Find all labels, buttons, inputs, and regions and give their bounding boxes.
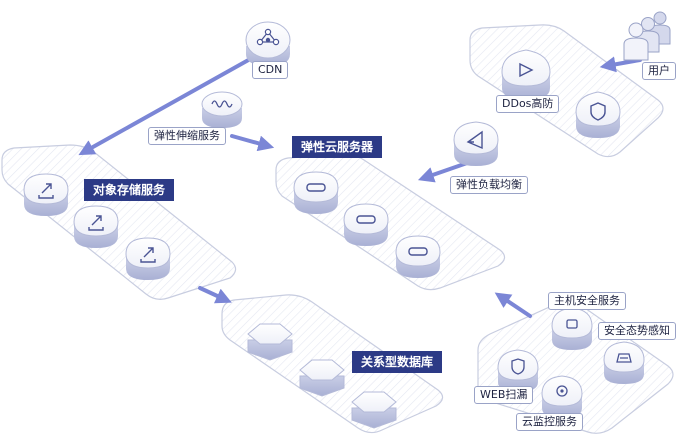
cloud-monitor-node xyxy=(541,375,583,418)
load-balancer-label: 弹性负载均衡 xyxy=(450,176,528,194)
ecs-title: 弹性云服务器 xyxy=(292,136,383,158)
monitor-icon xyxy=(556,385,568,397)
elastic-scaling-label: 弹性伸缩服务 xyxy=(148,127,226,145)
ecs-node-2 xyxy=(343,203,389,246)
object-storage-title: 对象存储服务 xyxy=(84,179,175,201)
storage-node-3 xyxy=(125,237,171,280)
shield-icon xyxy=(590,102,606,121)
arrow-elb-to-ecs xyxy=(417,160,472,183)
server-icon xyxy=(356,215,376,224)
web-scan-label: WEB扫漏 xyxy=(474,386,534,404)
rds-node-1 xyxy=(247,323,293,361)
load-balancer-node xyxy=(453,121,499,166)
arrow-storage-to-rds xyxy=(198,286,232,304)
elastic-scaling-node xyxy=(201,91,243,128)
balance-icon xyxy=(466,130,483,150)
lock-icon xyxy=(566,319,578,329)
host-security-node xyxy=(551,307,593,350)
upload-icon xyxy=(140,247,156,263)
ddos-node-1 xyxy=(501,49,551,100)
ddos-node-2 xyxy=(575,91,621,138)
users-label: 用户 xyxy=(642,62,676,80)
ddos-label: DDos高防 xyxy=(496,95,560,113)
upload-icon xyxy=(88,215,104,231)
storage-node-1 xyxy=(23,173,69,216)
arrow-users-to-ddos xyxy=(599,56,642,73)
arrow-cdn-to-storage xyxy=(78,56,254,156)
host-security-label: 主机安全服务 xyxy=(548,292,626,310)
cloud-monitor-label: 云监控服务 xyxy=(516,413,583,431)
arrow-security-to-ecs xyxy=(494,292,532,318)
storage-node-2 xyxy=(73,205,119,248)
upload-icon xyxy=(38,183,54,199)
server-icon xyxy=(408,247,428,256)
server-icon xyxy=(306,183,326,192)
cdn-label: CDN xyxy=(252,61,289,79)
scan-shield-icon xyxy=(511,358,525,375)
ecs-node-1 xyxy=(293,171,339,214)
spring-icon xyxy=(211,100,233,108)
radar-icon xyxy=(616,353,632,363)
cdn-node xyxy=(245,21,291,66)
arrow-scaling-to-ecs xyxy=(230,134,275,152)
rds-node-3 xyxy=(351,391,397,429)
users-icon xyxy=(623,11,671,61)
connector-arrows xyxy=(78,56,642,318)
network-icon xyxy=(256,28,280,46)
panel-object-storage xyxy=(1,144,237,300)
rds-node-2 xyxy=(299,359,345,397)
ecs-node-3 xyxy=(395,235,441,278)
rds-title: 关系型数据库 xyxy=(352,351,443,373)
situation-awareness-node xyxy=(603,341,645,384)
shield-icon xyxy=(519,62,534,78)
situation-awareness-label: 安全态势感知 xyxy=(598,322,676,340)
